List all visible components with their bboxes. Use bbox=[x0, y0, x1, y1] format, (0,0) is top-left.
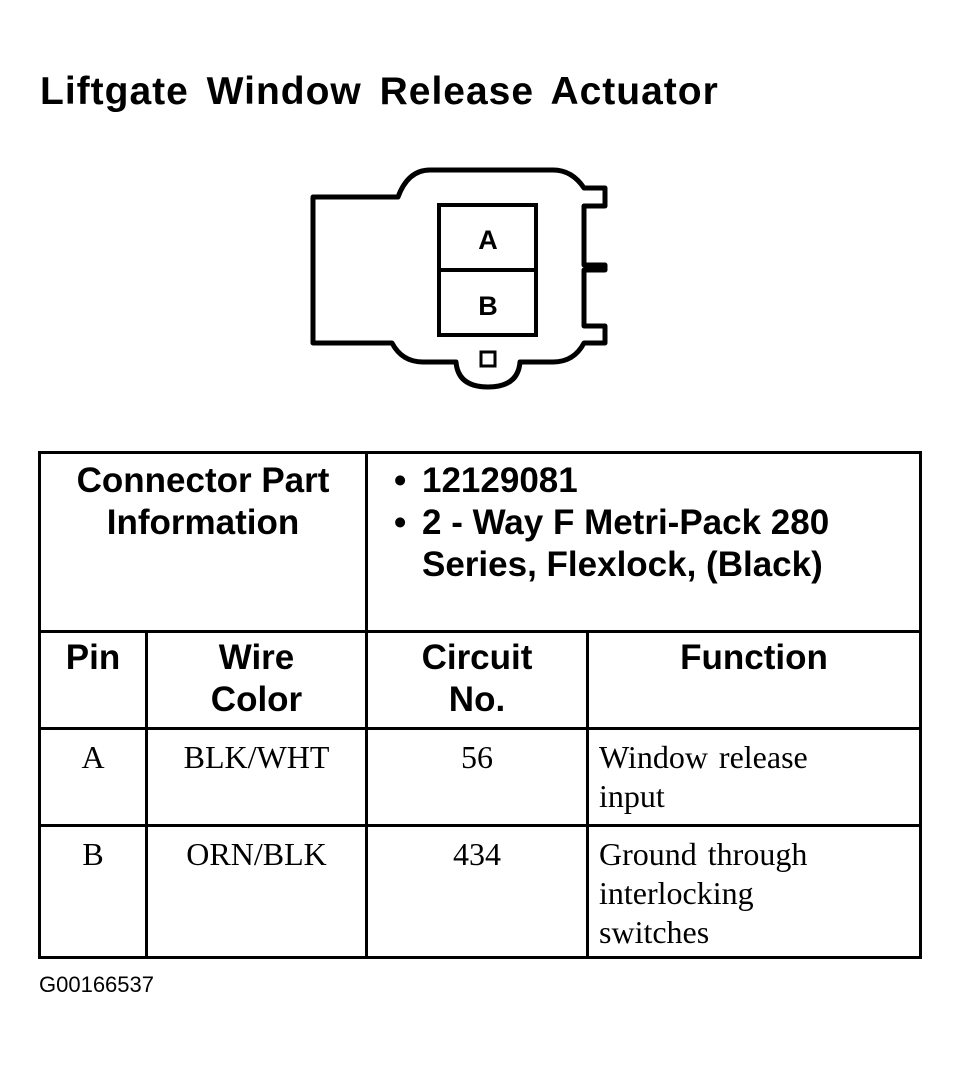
connector-info-table: Connector Part Information •12129081 •2 … bbox=[38, 451, 922, 959]
table-row: B ORN/BLK 434 Ground through interlockin… bbox=[38, 824, 922, 959]
circuit-header: Circuit No. bbox=[365, 630, 589, 730]
function-header: Function bbox=[586, 630, 922, 730]
column-header-row: Pin Wire Color Circuit No. Function bbox=[38, 630, 922, 730]
wire-color-cell: ORN/BLK bbox=[145, 824, 368, 959]
pin-cell: B bbox=[38, 824, 148, 959]
part-info-list: •12129081 •2 - Way F Metri-Pack 280 Seri… bbox=[368, 454, 919, 592]
part-info-label: Connector Part Information bbox=[76, 461, 330, 542]
wire-color-header: Wire Color bbox=[145, 630, 368, 730]
circuit-cell: 434 bbox=[365, 824, 589, 959]
circuit-cell: 56 bbox=[365, 727, 589, 827]
part-description: 2 - Way F Metri-Pack 280 Series, Flexloc… bbox=[422, 503, 830, 584]
pin-header: Pin bbox=[38, 630, 148, 730]
wire-color-cell: BLK/WHT bbox=[145, 727, 368, 827]
function-cell: Ground through interlocking switches bbox=[586, 824, 922, 959]
part-number-item: •12129081 bbox=[394, 461, 578, 500]
part-info-label-cell: Connector Part Information bbox=[38, 451, 368, 633]
cavity-b bbox=[437, 268, 538, 337]
part-description-item: •2 - Way F Metri-Pack 280 Series, Flexlo… bbox=[394, 503, 830, 584]
figure-id: G00166537 bbox=[39, 972, 154, 997]
cavity-a-label: A bbox=[478, 225, 498, 255]
part-number: 12129081 bbox=[422, 461, 578, 500]
diagram-title: Liftgate Window Release Actuator bbox=[40, 70, 719, 113]
lock-tab-square bbox=[479, 350, 497, 368]
connector-face-diagram: A B bbox=[310, 167, 608, 390]
function-cell: Window release input bbox=[586, 727, 922, 827]
part-info-row: Connector Part Information •12129081 •2 … bbox=[38, 451, 922, 633]
pin-cell: A bbox=[38, 727, 148, 827]
table-row: A BLK/WHT 56 Window release input bbox=[38, 727, 922, 827]
part-info-values-cell: •12129081 •2 - Way F Metri-Pack 280 Seri… bbox=[365, 451, 922, 633]
cavity-b-label: B bbox=[478, 291, 498, 321]
connector-housing-outline bbox=[310, 167, 608, 390]
